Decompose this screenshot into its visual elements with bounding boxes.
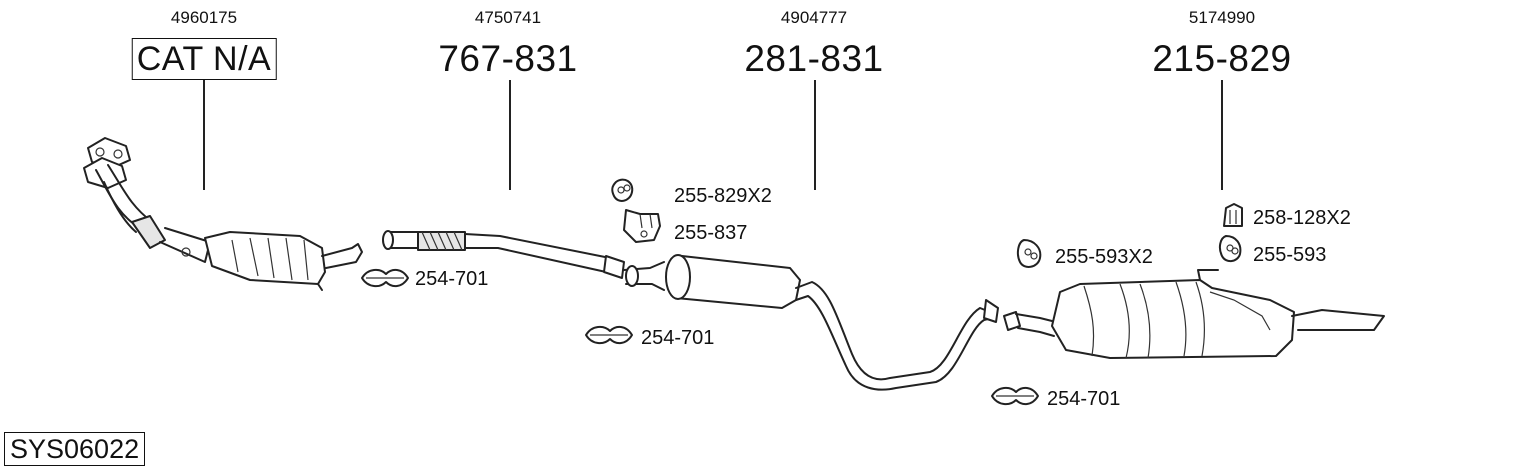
system-code: SYS06022 xyxy=(4,432,146,466)
part-number-catalyst[interactable]: CAT N/A xyxy=(131,38,277,80)
accessory-label-rubber-mount-3[interactable]: 255-593 xyxy=(1253,244,1327,266)
front-pipe-illustration xyxy=(382,230,625,279)
rubber-mount-icon xyxy=(1218,235,1242,262)
hanger-icon xyxy=(1223,203,1243,227)
oem-number-middle-silencer: 4904777 xyxy=(780,8,848,27)
bracket-icon xyxy=(623,209,661,243)
clamp-icon xyxy=(585,325,633,345)
clamp-icon xyxy=(361,268,409,288)
oem-number-front-pipe: 4750741 xyxy=(474,8,542,27)
rubber-mount-icon xyxy=(1016,239,1042,268)
part-number-rear-silencer[interactable]: 215-829 xyxy=(1152,38,1292,79)
accessory-label-clamp-1[interactable]: 254-701 xyxy=(415,268,489,290)
middle-silencer-illustration xyxy=(623,254,999,391)
oem-number-catalyst: 4960175 xyxy=(170,8,238,27)
part-number-middle-silencer[interactable]: 281-831 xyxy=(744,38,884,79)
part-number-front-pipe[interactable]: 767-831 xyxy=(438,38,578,79)
accessory-label-rubber-mount-1[interactable]: 255-829X2 xyxy=(674,185,772,207)
oem-number-rear-silencer: 5174990 xyxy=(1188,8,1256,27)
rubber-mount-icon xyxy=(611,178,634,202)
accessory-label-hanger[interactable]: 258-128X2 xyxy=(1253,207,1351,229)
catalyst-manifold-illustration xyxy=(83,137,363,291)
accessory-label-clamp-2[interactable]: 254-701 xyxy=(641,327,715,349)
accessory-label-bracket[interactable]: 255-837 xyxy=(674,222,748,244)
rear-silencer-illustration xyxy=(1003,269,1385,359)
accessory-label-rubber-mount-2[interactable]: 255-593X2 xyxy=(1055,246,1153,268)
clamp-icon xyxy=(991,386,1039,406)
accessory-label-clamp-3[interactable]: 254-701 xyxy=(1047,388,1121,410)
